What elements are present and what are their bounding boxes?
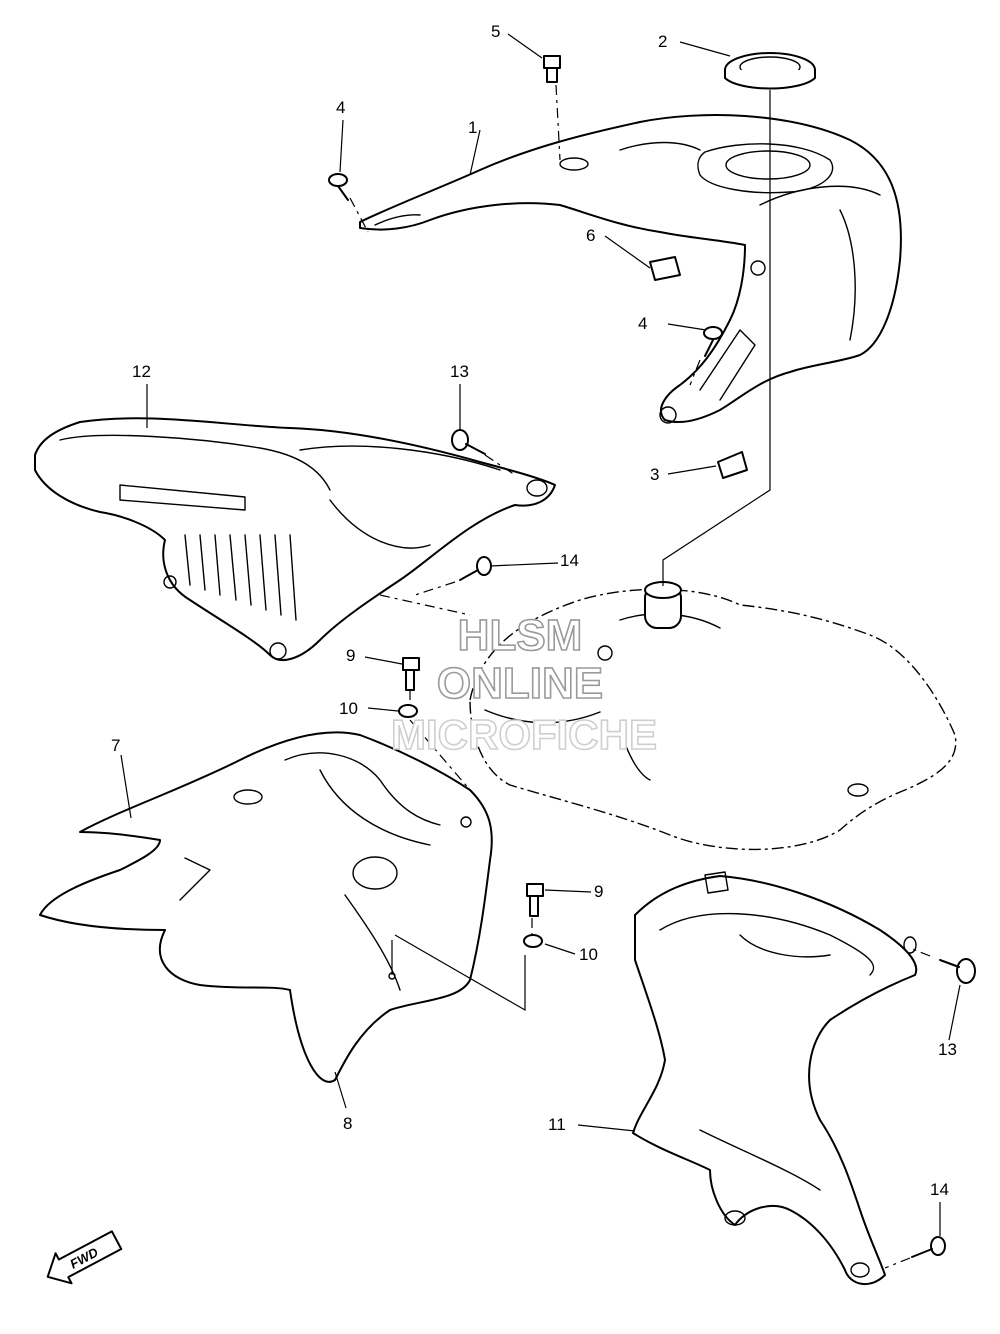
callout-labels: 1 2 3 4 4 5 6 7 8 9 9 10 10 11 12 13 13 … xyxy=(111,22,957,1199)
clip-part-3 xyxy=(717,451,748,479)
grommet-part-2 xyxy=(724,52,816,90)
callout-10-left: 10 xyxy=(339,699,358,718)
washer-part-10-right xyxy=(523,934,543,948)
washer-part-10-left xyxy=(398,704,418,718)
screw-part-5 xyxy=(543,55,561,83)
bolt-part-14-upper xyxy=(459,556,492,581)
bolt-part-9-left xyxy=(402,657,420,691)
callout-11: 11 xyxy=(548,1115,566,1134)
watermark: HLSM ONLINE MICROFICHE xyxy=(390,610,658,759)
callout-4-lower: 4 xyxy=(638,314,647,333)
front-cover-part-7-8 xyxy=(39,731,493,1083)
screw-part-4-upper xyxy=(328,173,349,201)
cover-ribs xyxy=(184,534,297,621)
watermark-line-3: MICROFICHE xyxy=(391,711,657,758)
clip-part-6 xyxy=(649,256,681,281)
bolt-part-13-lower xyxy=(939,958,976,984)
callout-2: 2 xyxy=(658,32,667,51)
right-cover-part-11 xyxy=(632,871,918,1285)
leader-lines xyxy=(120,33,961,1236)
callout-3: 3 xyxy=(650,465,659,484)
bolt-part-14-lower xyxy=(911,1236,946,1258)
callout-8: 8 xyxy=(343,1114,352,1133)
callout-13-lower: 13 xyxy=(938,1040,957,1059)
callout-9-right: 9 xyxy=(594,882,603,901)
screw-part-4-lower xyxy=(703,326,723,357)
bolt-part-9-right xyxy=(526,883,544,917)
reference-lines xyxy=(349,84,931,1269)
callout-7: 7 xyxy=(111,736,120,755)
callout-14-upper: 14 xyxy=(560,551,579,570)
watermark-line-1: HLSM xyxy=(458,611,583,660)
bolt-part-13-upper xyxy=(451,429,486,455)
callout-4-upper: 4 xyxy=(336,98,345,117)
callout-13-upper: 13 xyxy=(450,362,469,381)
callout-10-right: 10 xyxy=(579,945,598,964)
top-cover-part-1 xyxy=(359,114,902,424)
callout-1: 1 xyxy=(468,118,477,137)
callout-12: 12 xyxy=(132,362,151,381)
watermark-line-2: ONLINE xyxy=(437,659,603,708)
fuel-tank-outline xyxy=(469,581,957,851)
callout-6: 6 xyxy=(586,226,595,245)
callout-14-lower: 14 xyxy=(930,1180,949,1199)
callout-9-left: 9 xyxy=(346,646,355,665)
fwd-arrow-icon: FWD xyxy=(46,1230,123,1285)
left-cover-part-12 xyxy=(34,417,556,661)
callout-5: 5 xyxy=(491,22,500,41)
